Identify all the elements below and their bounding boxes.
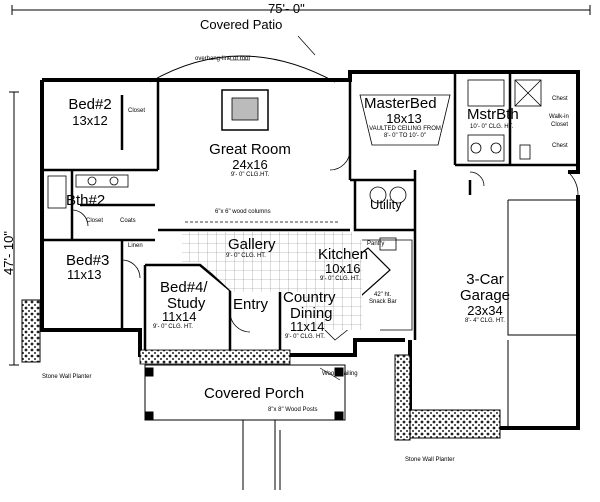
- master-bath-name: MstrBth: [467, 106, 519, 123]
- great-room-ceiling: 9'- 0" CLG.HT.: [230, 172, 270, 178]
- shower: [514, 79, 542, 107]
- walk-in-closet-label-2: Closet: [551, 122, 569, 128]
- dining-size: 11x14: [290, 319, 325, 334]
- master-vaulted-note-2: 8'- 0" TO 10'- 0": [383, 133, 427, 139]
- patio-roof-arc: [149, 55, 336, 83]
- wood-posts-label: 8"x 8" Wood Posts: [268, 407, 318, 413]
- garage-name-2: Garage: [459, 287, 511, 304]
- chest-bottom-label: Chest: [552, 143, 568, 149]
- kitchen-name: Kitchen: [318, 246, 369, 263]
- bed3-name: Bed#3: [66, 252, 110, 269]
- bed4-ceiling: 9'- 0" CLG. HT.: [153, 324, 193, 330]
- interior-walls: [42, 72, 578, 355]
- master-bed-size: 18x13: [386, 111, 422, 126]
- bath2-name: Bth#2: [66, 192, 106, 209]
- dining-name-2: Dining: [290, 305, 333, 322]
- bed3-size: 11x13: [67, 267, 102, 282]
- planter-left-label: Stone Wall Planter: [42, 374, 92, 380]
- dining-name-1: Country: [283, 289, 336, 306]
- roof-overhang-note: overhang-line of roof: [195, 56, 251, 62]
- gallery-name: Gallery: [228, 236, 276, 253]
- bed2-name: Bed#2: [68, 96, 112, 113]
- tiled-floor: [182, 232, 362, 330]
- dining-ceiling: 9'- 0" CLG. HT.: [285, 334, 325, 340]
- covered-patio-label: Covered Patio: [200, 17, 283, 32]
- gallery-ceiling: 9'- 0" CLG. HT.: [226, 253, 266, 259]
- snack-bar-label-2: Snack Bar: [369, 299, 397, 305]
- stone-wall-planter-left: [21, 299, 41, 363]
- master-vaulted-note-1: VAULTED CEILING FROM: [369, 126, 441, 132]
- stone-wall-planter-right: [394, 354, 411, 441]
- great-room-size: 24x16: [232, 157, 268, 172]
- covered-porch: [144, 364, 346, 490]
- linen-label: Linen: [128, 243, 143, 249]
- entry-name: Entry: [233, 296, 269, 313]
- master-bath-ceiling: 10'- 0" CLG. HT.: [470, 124, 514, 130]
- width-dimension-line: [11, 5, 591, 15]
- chest-top-label: Chest: [552, 96, 568, 102]
- kitchen-size: 10x16: [325, 261, 361, 276]
- utility-name: Utility: [370, 197, 402, 212]
- master-bed-name: MasterBed: [364, 95, 437, 112]
- garage-name-1: 3-Car: [466, 271, 504, 288]
- bathtub: [467, 79, 505, 107]
- bed2-closet-label: Closet: [128, 108, 146, 114]
- overall-width-label: 75'- 0": [268, 1, 305, 16]
- bed4-size: 11x14: [162, 309, 197, 324]
- columns-note: 6"x 6" wood columns: [215, 209, 271, 215]
- overall-depth-label: 47'- 10": [1, 231, 16, 275]
- garage-ceiling: 8'- 4" CLG. HT.: [465, 318, 505, 324]
- vaulted-ceiling-outline: [359, 94, 451, 146]
- snack-bar-label-1: 42" ht.: [374, 292, 392, 298]
- bed2-size: 13x12: [72, 113, 108, 128]
- bath2-closet-label: Closet: [86, 218, 104, 224]
- covered-porch-label: Covered Porch: [204, 385, 305, 402]
- pantry-label: Pantry: [367, 241, 385, 247]
- coats-closet-label: Coats: [120, 218, 136, 224]
- depth-dimension-line: [9, 91, 19, 366]
- bed4-name-1: Bed#4/: [160, 279, 208, 296]
- walk-in-closet-label-1: Walk-in: [549, 114, 569, 120]
- kitchen-ceiling: 9'- 0" CLG. HT.: [320, 276, 360, 282]
- great-room-name: Great Room: [209, 141, 291, 158]
- planter-right-label: Stone Wall Planter: [405, 457, 455, 463]
- wood-railing-label: Wood Railing: [322, 371, 358, 377]
- bed4-name-2: Study: [167, 295, 206, 312]
- garage-size: 23x34: [467, 303, 503, 318]
